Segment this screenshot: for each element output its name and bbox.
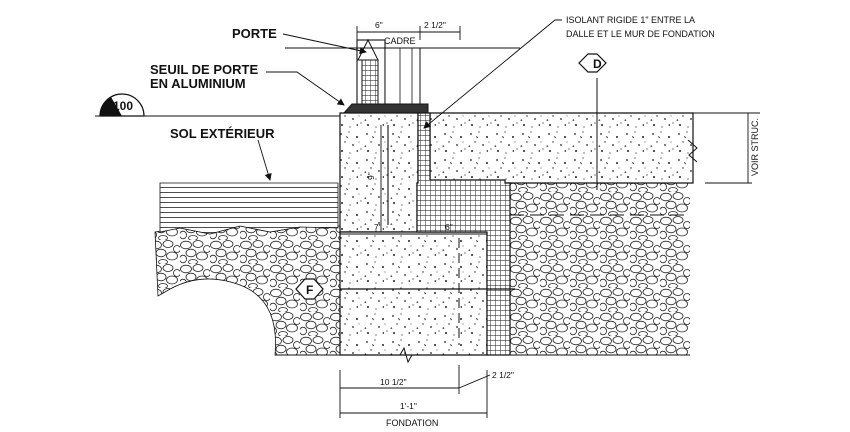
door-leaf: [361, 59, 379, 107]
isolant-leader: [423, 19, 562, 129]
section-tag-f-hex: [295, 278, 324, 300]
section-tag-f: F: [306, 283, 313, 297]
porte-leader: [282, 33, 367, 55]
break-mark-right: [687, 139, 698, 163]
sol-leader: [257, 139, 272, 181]
seuil-label-2: EN ALUMINIUM: [150, 76, 246, 91]
elevation-marker-fill: [100, 97, 122, 116]
seuil-label-1: SEUIL DE PORTE: [150, 62, 258, 77]
fondation-label: FONDATION: [386, 418, 438, 428]
dim-2-5-bottom: 2 1/2": [492, 370, 514, 380]
isolant-label-1: ISOLANT RIGIDE 1" ENTRE LA: [566, 15, 695, 25]
cadre-label: CADRE: [384, 36, 416, 46]
elevation-value: 100: [113, 99, 133, 113]
dim-10-5: 10 1/2": [380, 377, 407, 387]
dim-2-5-top: 2 1/2": [424, 20, 446, 30]
section-tag-d: D: [593, 57, 602, 71]
dim-2-5-leader: [458, 374, 491, 389]
concrete-slab: [429, 112, 694, 184]
footing: [339, 231, 488, 356]
dim-7: 7": [374, 222, 382, 232]
dim-6-ledge: 6": [445, 222, 453, 232]
aluminium-threshold: [342, 103, 429, 114]
porte-label: PORTE: [232, 26, 277, 41]
section-tag-d-hex: [578, 53, 607, 73]
sol-exterieur-label: SOL EXTÉRIEUR: [170, 126, 275, 141]
dim-9: 9": [366, 172, 376, 180]
frame-jamb: [384, 47, 421, 109]
seuil-leader: [266, 71, 345, 106]
gravel-under-slab: [510, 183, 690, 355]
isolant-label-2: DALLE ET LE MUR DE FONDATION: [566, 29, 715, 39]
dim-1-1: 1'-1": [400, 401, 417, 411]
voir-struc-label: VOIR STRUC.: [750, 118, 760, 176]
exterior-soil: [159, 182, 339, 235]
break-mark-bottom: [275, 346, 690, 364]
dim-6-top: 6": [375, 20, 383, 30]
